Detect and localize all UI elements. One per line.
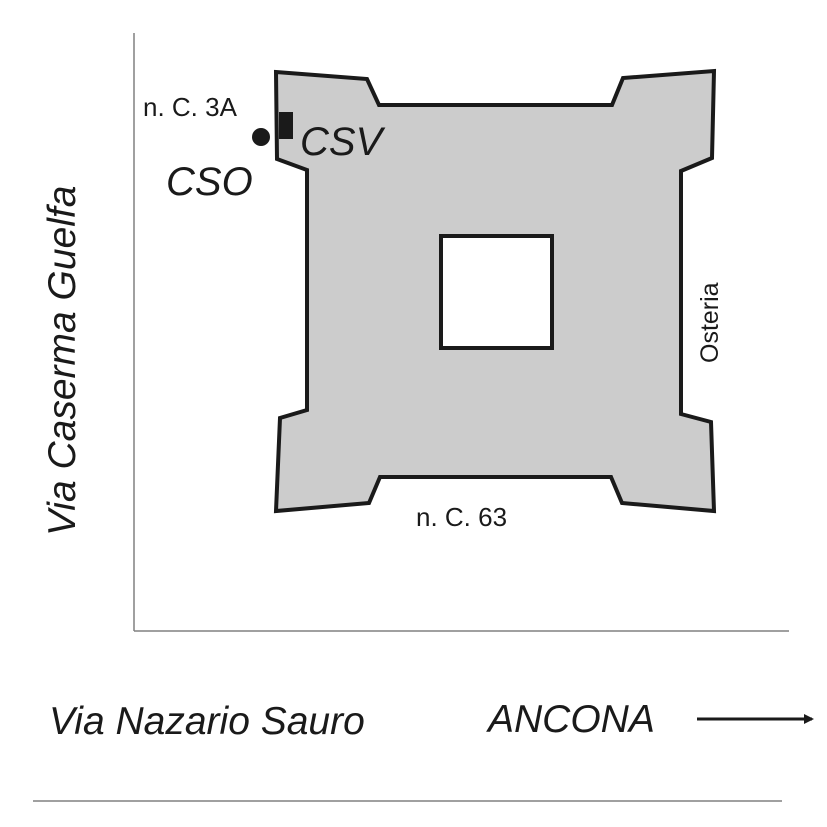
csv-label: CSV bbox=[300, 120, 386, 164]
building-shape bbox=[273, 68, 717, 514]
direction-label: ANCONA bbox=[486, 698, 655, 741]
dot-marker-icon bbox=[252, 128, 270, 146]
north-corner-label: n. C. 3A bbox=[143, 92, 238, 122]
south-street-name: Via Nazario Sauro bbox=[49, 700, 365, 743]
west-street-name: Via Caserma Guelfa bbox=[41, 186, 84, 536]
south-building-label: n. C. 63 bbox=[416, 502, 507, 532]
cso-label: CSO bbox=[166, 160, 253, 204]
east-building-label: Osteria bbox=[696, 282, 724, 363]
square-marker-icon bbox=[279, 112, 293, 139]
